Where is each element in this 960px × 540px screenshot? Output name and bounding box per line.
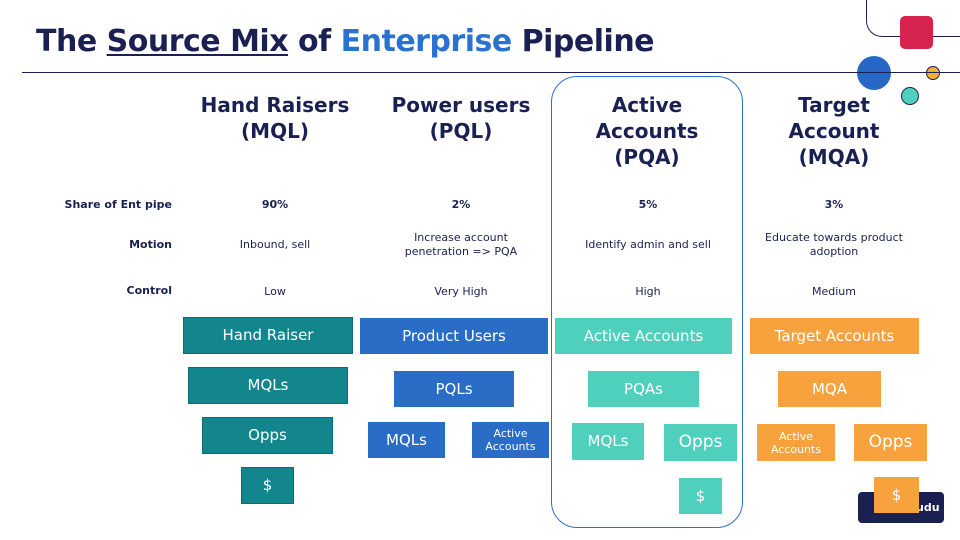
share-value: 2%	[451, 198, 471, 211]
active-accounts-box: Active Accounts	[472, 422, 549, 458]
column-heading-hand-raisers: Hand Raisers (MQL)	[200, 93, 350, 143]
decorative-gold-circle	[926, 66, 940, 80]
mqls-box: MQLs	[368, 422, 445, 458]
column-heading-target-account: Target Account (MQA)	[788, 93, 880, 169]
motion-value: Educate towards product adoption	[765, 231, 903, 258]
opps-box: Opps	[854, 424, 927, 461]
control-value: Medium	[812, 285, 856, 298]
opps-box: Opps	[664, 424, 737, 461]
dollar-box: $	[679, 478, 722, 514]
motion-value: Inbound, sell	[239, 238, 311, 251]
control-value: Very High	[434, 285, 488, 298]
control-value: High	[635, 285, 661, 298]
control-value: Low	[264, 285, 286, 298]
dollar-box: $	[874, 477, 919, 513]
dollar-box: $	[241, 467, 294, 504]
target-accounts-box: Target Accounts	[750, 318, 919, 354]
row-label-control: Control	[126, 284, 172, 297]
decorative-blue-circle	[857, 56, 891, 90]
motion-value: Increase account penetration => PQA	[404, 231, 518, 258]
decorative-mint-circle	[901, 87, 919, 105]
motion-value: Identify admin and sell	[585, 238, 711, 251]
share-value: 5%	[638, 198, 658, 211]
mqa-box: MQA	[778, 371, 881, 407]
row-label-motion: Motion	[129, 238, 172, 251]
product-users-box: Product Users	[360, 318, 548, 354]
pqls-box: PQLs	[394, 371, 514, 407]
opps-box: Opps	[202, 417, 333, 454]
column-heading-active-accounts: Active Accounts (PQA)	[595, 93, 699, 169]
title-divider	[22, 72, 960, 73]
active-accounts-highlight-frame	[551, 76, 743, 528]
share-value: 90%	[261, 198, 289, 211]
decorative-red-square	[900, 16, 933, 49]
active-accounts-box: Active Accounts	[555, 318, 732, 354]
share-value: 3%	[824, 198, 844, 211]
active-accounts-box: Active Accounts	[757, 424, 835, 461]
pqas-box: PQAs	[588, 371, 699, 407]
row-label-share: Share of Ent pipe	[64, 198, 172, 211]
hand-raiser-box: Hand Raiser	[183, 317, 353, 354]
mqls-box: MQLs	[572, 423, 644, 460]
page-title: The Source Mix of Enterprise Pipeline	[36, 24, 655, 59]
column-heading-power-users: Power users (PQL)	[391, 93, 531, 143]
mqls-box: MQLs	[188, 367, 348, 404]
